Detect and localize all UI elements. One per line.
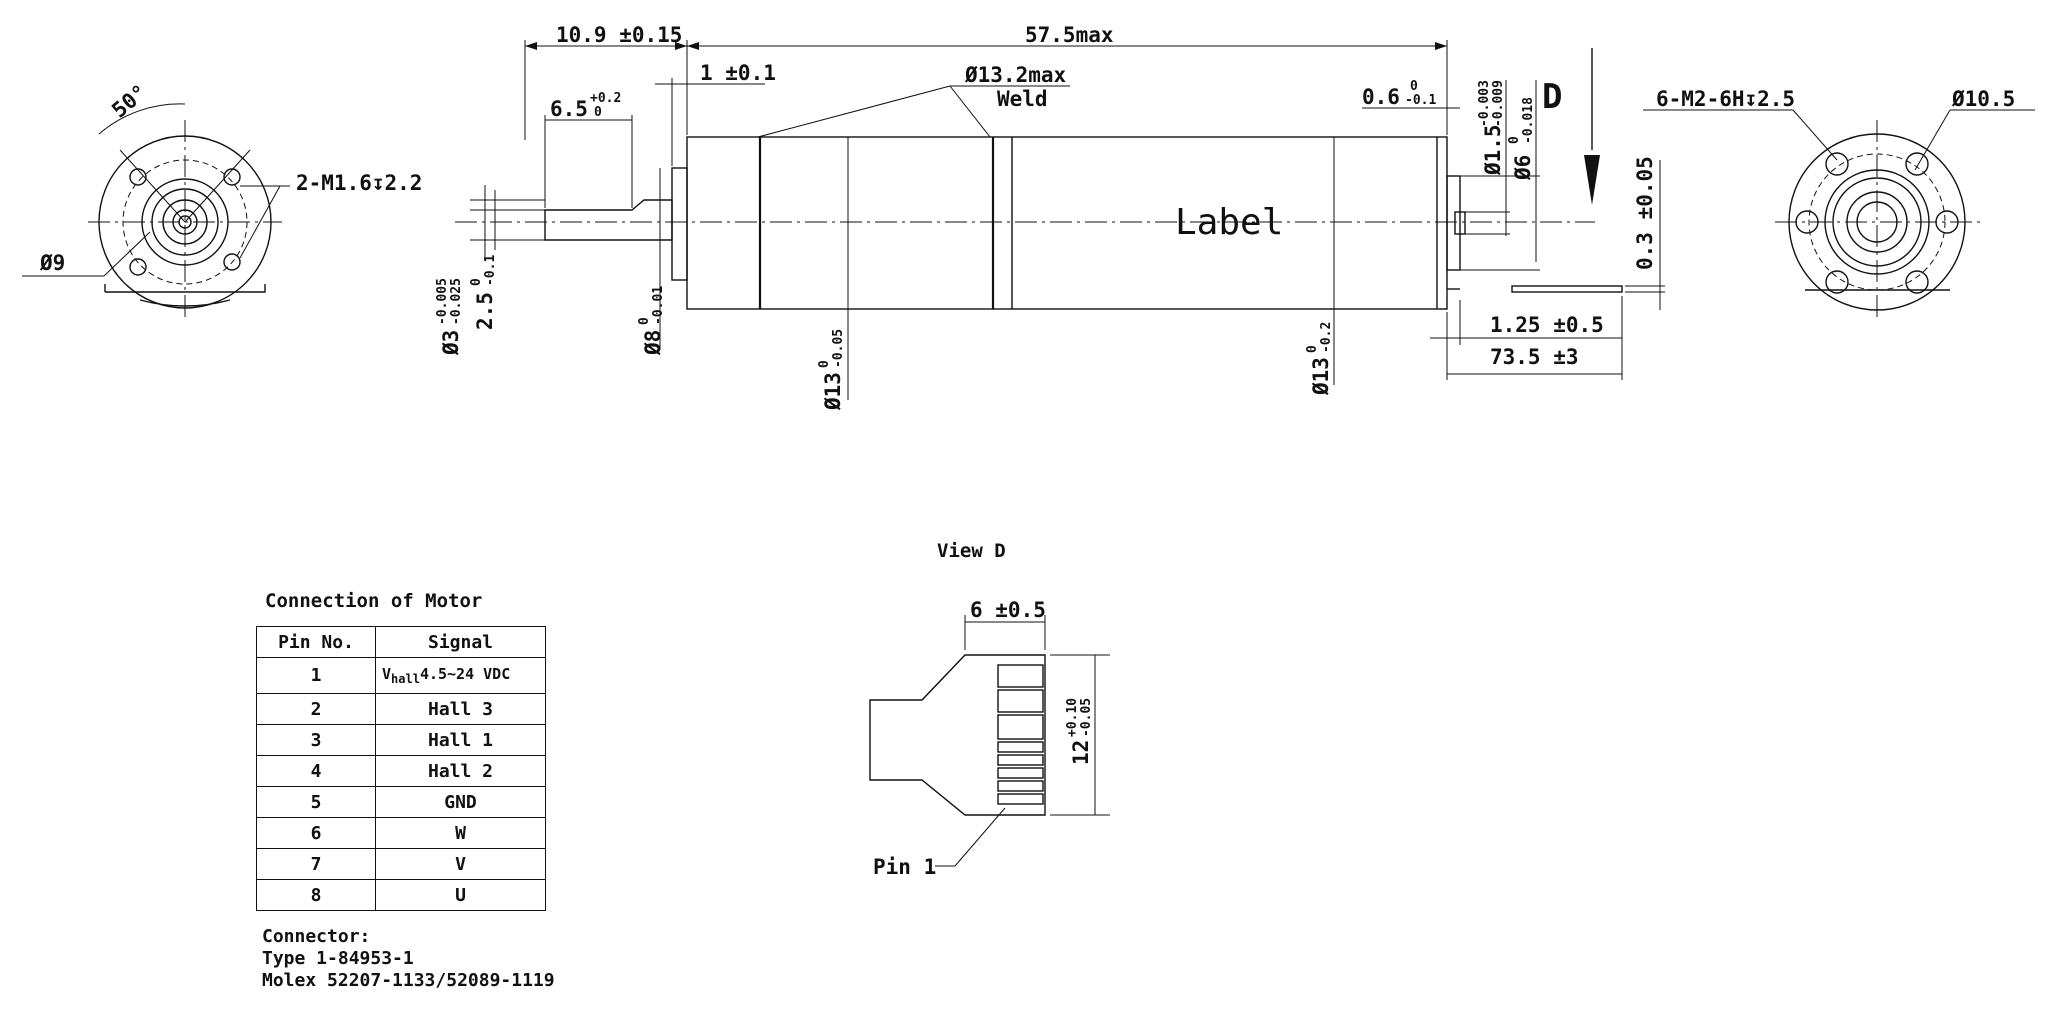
pin-cell: 6 — [256, 817, 376, 849]
dim-6-lo: -0.018 — [1521, 97, 1536, 144]
dim-1: 1 ±0.1 — [700, 61, 776, 85]
dim-3-lo: -0.025 — [449, 278, 464, 325]
connection-table: Pin No. Signal 1 Vhall4.5~24 VDC 2 Hall … — [256, 626, 546, 911]
dim-8: Ø8 — [641, 330, 665, 356]
dim-0-6-lo: -0.1 — [1405, 93, 1436, 108]
dim-8-lo: -0.01 — [651, 286, 666, 325]
table-row: 2 Hall 3 — [256, 693, 546, 725]
angle-label: 50° — [107, 80, 151, 123]
view-d-height-lo: -0.05 — [1079, 698, 1094, 737]
header-pin: Pin No. — [256, 626, 376, 658]
dim-13-2: Ø13.2max — [964, 63, 1067, 87]
table-row: 6 W — [256, 817, 546, 849]
table-row: 3 Hall 1 — [256, 724, 546, 756]
table-caption: Connection of Motor — [265, 590, 483, 612]
dim-6-5: 6.5 — [550, 97, 588, 121]
pin-cell: 8 — [256, 879, 376, 911]
view-d-width: 6 ±0.5 — [970, 598, 1046, 622]
pin-cell: 2 — [256, 693, 376, 725]
signal-cell: V — [375, 848, 546, 880]
weld-label: Weld — [997, 87, 1048, 111]
pin-cell: 7 — [256, 848, 376, 880]
left-holes-label: 2-M1.6↧2.2 — [296, 171, 422, 195]
dim-0-6: 0.6 — [1362, 85, 1400, 109]
signal-cell: Hall 2 — [375, 755, 546, 787]
dim-1-25: 1.25 ±0.5 — [1490, 313, 1604, 337]
view-d-height: 12 — [1069, 740, 1093, 765]
view-d-height-up: +0.10 — [1065, 698, 1080, 737]
table-header-row: Pin No. Signal — [256, 626, 546, 658]
label-text: Label — [1175, 202, 1283, 243]
dim-13b-up: 0 — [1305, 345, 1320, 353]
connector-line-1: Connector: — [262, 926, 371, 947]
left-end-view: 50° Ø9 2-M1.6↧2.2 — [22, 80, 422, 320]
table-row: 5 GND — [256, 786, 546, 818]
connector-line-2: Type 1-84953-1 — [262, 948, 414, 969]
dim-73-5: 73.5 ±3 — [1490, 345, 1579, 369]
signal-cell: U — [375, 879, 546, 911]
view-d-connector: 6 ±0.5 12 +0.10 -0.05 Pin 1 — [869, 598, 1110, 879]
dim-10-9: 10.9 ±0.15 — [556, 23, 682, 47]
signal-cell: Hall 3 — [375, 693, 546, 725]
dim-13a: Ø13 — [821, 372, 845, 411]
dim-1-5: Ø1.5 — [1481, 124, 1505, 176]
dim-6-5-up: +0.2 — [590, 91, 621, 106]
dim-3: Ø3 — [439, 330, 463, 356]
dim-0-6-up: 0 — [1410, 79, 1418, 94]
dim-13b-lo: -0.2 — [1319, 322, 1334, 353]
signal-cell: W — [375, 817, 546, 849]
dim-1-5-lo: -0.009 — [1491, 80, 1506, 127]
view-d-title: View D — [937, 540, 1006, 562]
connector-note: Connector: Type 1-84953-1 Molex 52207-11… — [262, 926, 555, 992]
side-view: Label 10.9 ±0.15 57.5max 1 ±0.1 6.5 +0.2… — [435, 23, 1665, 411]
dim-13a-lo: -0.05 — [831, 329, 846, 368]
signal-cell: Vhall4.5~24 VDC — [375, 657, 546, 694]
dim-3-up: -0.005 — [435, 278, 450, 325]
dim-6-5-lo: 0 — [594, 105, 602, 120]
pin-cell: 3 — [256, 724, 376, 756]
right-diameter-label: Ø10.5 — [1951, 87, 2015, 111]
right-holes-label: 6-M2-6H↧2.5 — [1656, 87, 1795, 111]
left-diameter-label: Ø9 — [39, 251, 65, 275]
dim-8-up: 0 — [637, 317, 652, 325]
table-row: 7 V — [256, 848, 546, 880]
pin-cell: 1 — [256, 657, 376, 694]
dim-2-5-lo: -0.1 — [483, 255, 498, 286]
dim-13a-up: 0 — [817, 360, 832, 368]
pin-cell: 4 — [256, 755, 376, 787]
view-d-letter: D — [1542, 77, 1562, 117]
dim-57-5: 57.5max — [1025, 23, 1114, 47]
table-row: 1 Vhall4.5~24 VDC — [256, 657, 546, 694]
table-row: 8 U — [256, 879, 546, 911]
dim-1-5-up: -0.003 — [1477, 80, 1492, 127]
dim-2-5-up: 0 — [469, 278, 484, 286]
dim-13b: Ø13 — [1309, 357, 1333, 396]
signal-cell: GND — [375, 786, 546, 818]
pin-cell: 5 — [256, 786, 376, 818]
pin1-label: Pin 1 — [873, 855, 936, 879]
right-end-view: 6-M2-6H↧2.5 Ø10.5 — [1643, 87, 2035, 320]
connector-line-3: Molex 52207-1133/52089-1119 — [262, 970, 555, 991]
signal-cell: Hall 1 — [375, 724, 546, 756]
dim-2-5: 2.5 — [473, 292, 497, 330]
dim-6: Ø6 — [1511, 155, 1535, 181]
table-row: 4 Hall 2 — [256, 755, 546, 787]
header-signal: Signal — [375, 626, 546, 658]
dim-0-3: 0.3 ±0.05 — [1633, 156, 1657, 270]
dim-6-up: 0 — [1507, 136, 1522, 144]
